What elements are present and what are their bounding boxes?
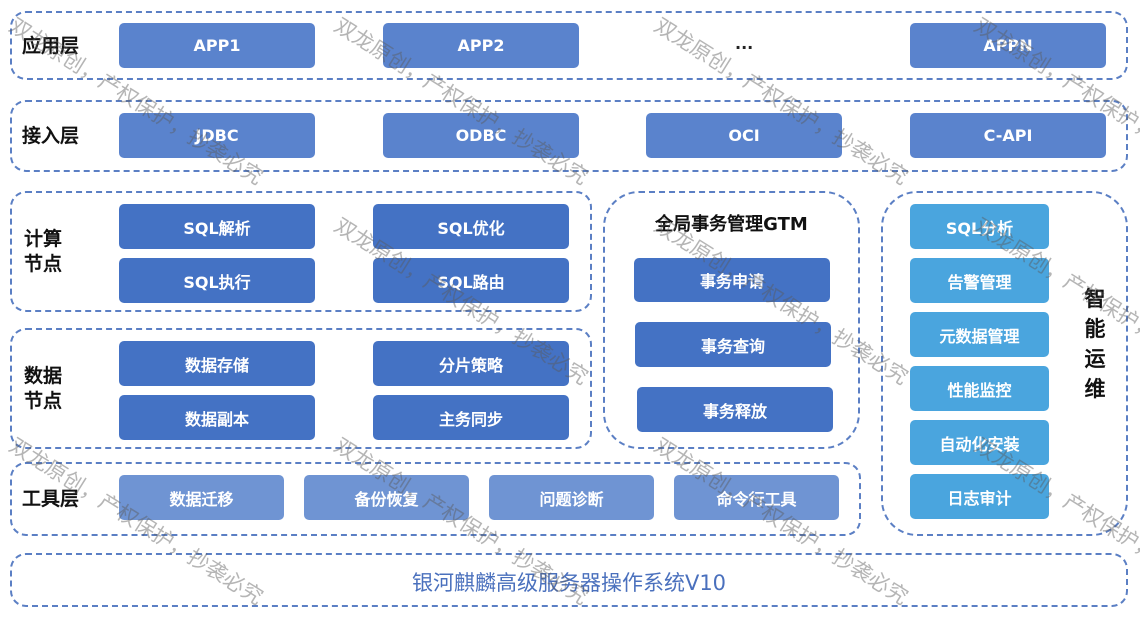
data-migration-box: 数据迁移 — [119, 475, 284, 520]
shard-strategy-box: 分片策略 — [373, 341, 569, 386]
app-layer-label: 应用层 — [22, 35, 80, 57]
sql-route-box: SQL路由 — [373, 258, 569, 303]
sql-analysis-box: SQL分析 — [910, 204, 1049, 249]
app1-box: APP1 — [119, 23, 315, 68]
tx-query-box: 事务查询 — [635, 322, 831, 367]
os-label: 银河麒麟高级服务器操作系统V10 — [411, 571, 727, 595]
data-storage-box: 数据存储 — [119, 341, 315, 386]
access-layer-group — [10, 100, 1128, 172]
appn-box: APPN — [910, 23, 1106, 68]
app-ellipsis: ... — [735, 34, 754, 53]
sql-parse-box: SQL解析 — [119, 204, 315, 249]
capi-box: C-API — [910, 113, 1106, 158]
sql-execute-box: SQL执行 — [119, 258, 315, 303]
compute-node-label: 计算 节点 — [24, 228, 63, 275]
alarm-mgmt-box: 告警管理 — [910, 258, 1049, 303]
metadata-mgmt-box: 元数据管理 — [910, 312, 1049, 357]
log-audit-box: 日志审计 — [910, 474, 1049, 519]
gtm-title: 全局事务管理GTM — [655, 214, 808, 235]
tx-request-box: 事务申请 — [634, 258, 830, 302]
diagnosis-box: 问题诊断 — [489, 475, 654, 520]
compute-node-group — [10, 191, 592, 312]
gtm-group — [603, 191, 860, 449]
cli-tool-box: 命令行工具 — [674, 475, 839, 520]
tools-layer-group — [10, 462, 861, 536]
app2-box: APP2 — [383, 23, 579, 68]
odbc-box: ODBC — [383, 113, 579, 158]
perf-monitor-box: 性能监控 — [910, 366, 1049, 411]
ops-group — [881, 191, 1128, 536]
data-node-label: 数据 节点 — [24, 365, 63, 412]
data-node-group — [10, 328, 592, 449]
data-replica-box: 数据副本 — [119, 395, 315, 440]
access-layer-label: 接入层 — [22, 125, 80, 147]
backup-restore-box: 备份恢复 — [304, 475, 469, 520]
auto-install-box: 自动化安装 — [910, 420, 1049, 465]
oci-box: OCI — [646, 113, 842, 158]
tools-layer-label: 工具层 — [22, 488, 80, 510]
jdbc-box: JDBC — [119, 113, 315, 158]
ops-label: 智能运维 — [1084, 287, 1106, 401]
os-layer-group — [10, 553, 1128, 607]
primary-sync-box: 主务同步 — [373, 395, 569, 440]
sql-optimize-box: SQL优化 — [373, 204, 569, 249]
app-layer-group — [10, 11, 1128, 80]
tx-release-box: 事务释放 — [637, 387, 833, 432]
